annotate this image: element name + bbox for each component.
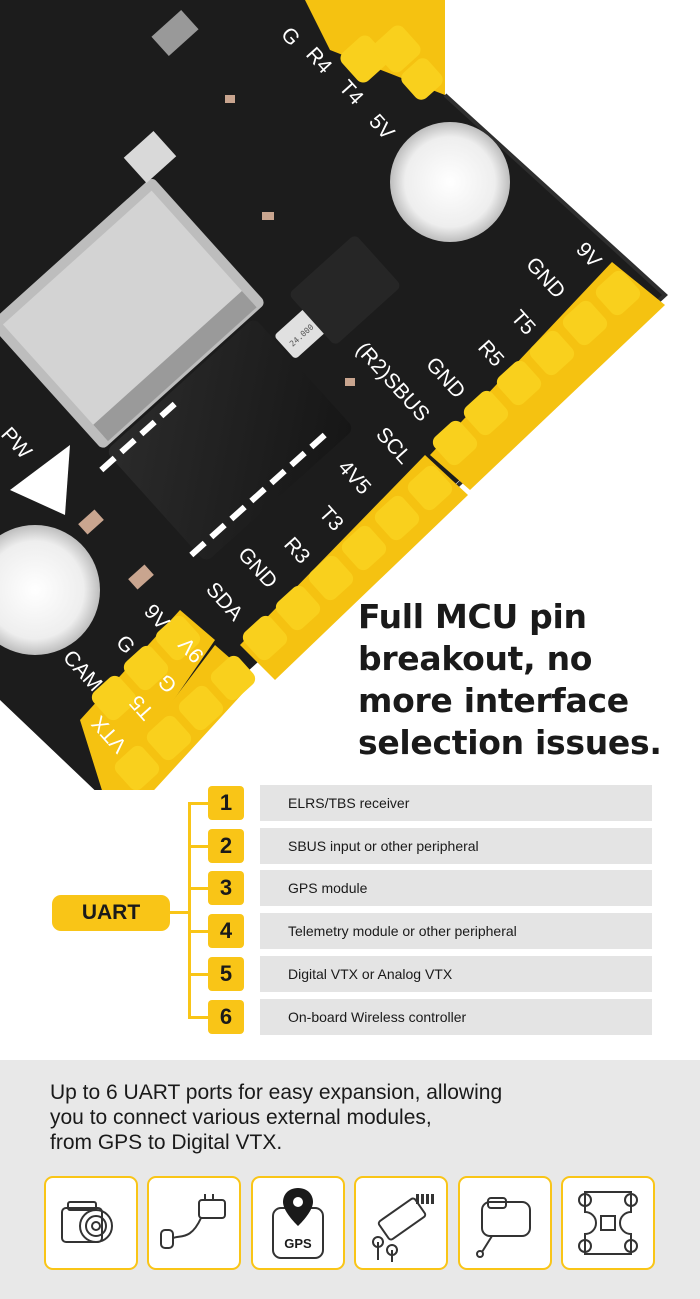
sd-card-slot — [0, 179, 264, 448]
uart-description-2: SBUS input or other peripheral — [260, 828, 652, 864]
board-illustration: 24.000 — [0, 0, 668, 790]
vtx-icon-tile — [458, 1176, 552, 1270]
uart-description-5: Digital VTX or Analog VTX — [260, 956, 652, 992]
uart-row-1: 1 ELRS/TBS receiver — [188, 785, 653, 822]
uart-description-4: Telemetry module or other peripheral — [260, 913, 652, 949]
board-svg: 24.000 — [0, 0, 668, 790]
feature-description: Up to 6 UART ports for easy expansion, a… — [50, 1080, 650, 1155]
chip-pins — [99, 401, 327, 558]
row-tick — [188, 973, 208, 976]
gps-icon-tile: GPS — [251, 1176, 345, 1270]
gps-icon-label: GPS — [284, 1236, 312, 1251]
row-tick — [188, 930, 208, 933]
uart-number-2: 2 — [208, 829, 244, 863]
uart-bracket — [188, 802, 191, 1018]
mcu-chip — [108, 320, 352, 560]
uart-row-3: 3 GPS module — [188, 870, 653, 907]
uart-bracket-connector — [170, 911, 190, 914]
vtx-module-icon — [476, 1197, 531, 1258]
headline-line-4: selection issues. — [358, 723, 662, 762]
headline: Full MCU pin breakout, no more interface… — [358, 596, 688, 764]
uart-description-3: GPS module — [260, 870, 652, 906]
uart-row-5: 5 Digital VTX or Analog VTX — [188, 956, 653, 993]
row-tick — [188, 1016, 208, 1019]
uart-number-1: 1 — [208, 786, 244, 820]
uart-row-6: 6 On-board Wireless controller — [188, 999, 653, 1036]
gps-module-icon: GPS — [272, 1188, 324, 1259]
uart-description-1: ELRS/TBS receiver — [260, 785, 652, 821]
arrow-marker — [10, 445, 70, 515]
description-line-3: from GPS to Digital VTX. — [50, 1131, 283, 1154]
camera-icon — [61, 1201, 113, 1243]
description-line-1: Up to 6 UART ports for easy expansion, a… — [50, 1081, 503, 1104]
uart-row-4: 4 Telemetry module or other peripheral — [188, 913, 653, 950]
wireless-controller-icon — [578, 1191, 638, 1255]
smd-components — [10, 9, 400, 590]
description-line-2: you to connect various external modules, — [50, 1106, 432, 1129]
headline-line-2: breakout, no — [358, 639, 593, 678]
headline-line-3: more interface — [358, 681, 629, 720]
uart-number-3: 3 — [208, 871, 244, 905]
headline-line-1: Full MCU pin — [358, 597, 587, 636]
row-tick — [188, 845, 208, 848]
uart-number-6: 6 — [208, 1000, 244, 1034]
row-tick — [188, 802, 208, 805]
elrs-receiver-icon — [372, 1194, 434, 1262]
left-header-pads — [80, 610, 256, 790]
middle-header-pads — [240, 455, 468, 680]
row-tick — [188, 887, 208, 890]
uart-row-2: 2 SBUS input or other peripheral — [188, 828, 653, 865]
right-header-pads — [430, 262, 665, 490]
uart-number-5: 5 — [208, 957, 244, 991]
receiver-icon — [160, 1194, 226, 1249]
wireless-icon-tile — [561, 1176, 655, 1270]
uart-badge: UART — [52, 895, 170, 931]
mount-hole-left — [0, 525, 100, 655]
receiver-icon-tile — [147, 1176, 241, 1270]
mount-hole-top — [390, 122, 510, 242]
crystal: 24.000 — [275, 309, 325, 358]
top-right-pads — [305, 0, 445, 100]
uart-number-4: 4 — [208, 914, 244, 948]
elrs-icon-tile — [354, 1176, 448, 1270]
camera-icon-tile — [44, 1176, 138, 1270]
uart-description-6: On-board Wireless controller — [260, 999, 652, 1035]
